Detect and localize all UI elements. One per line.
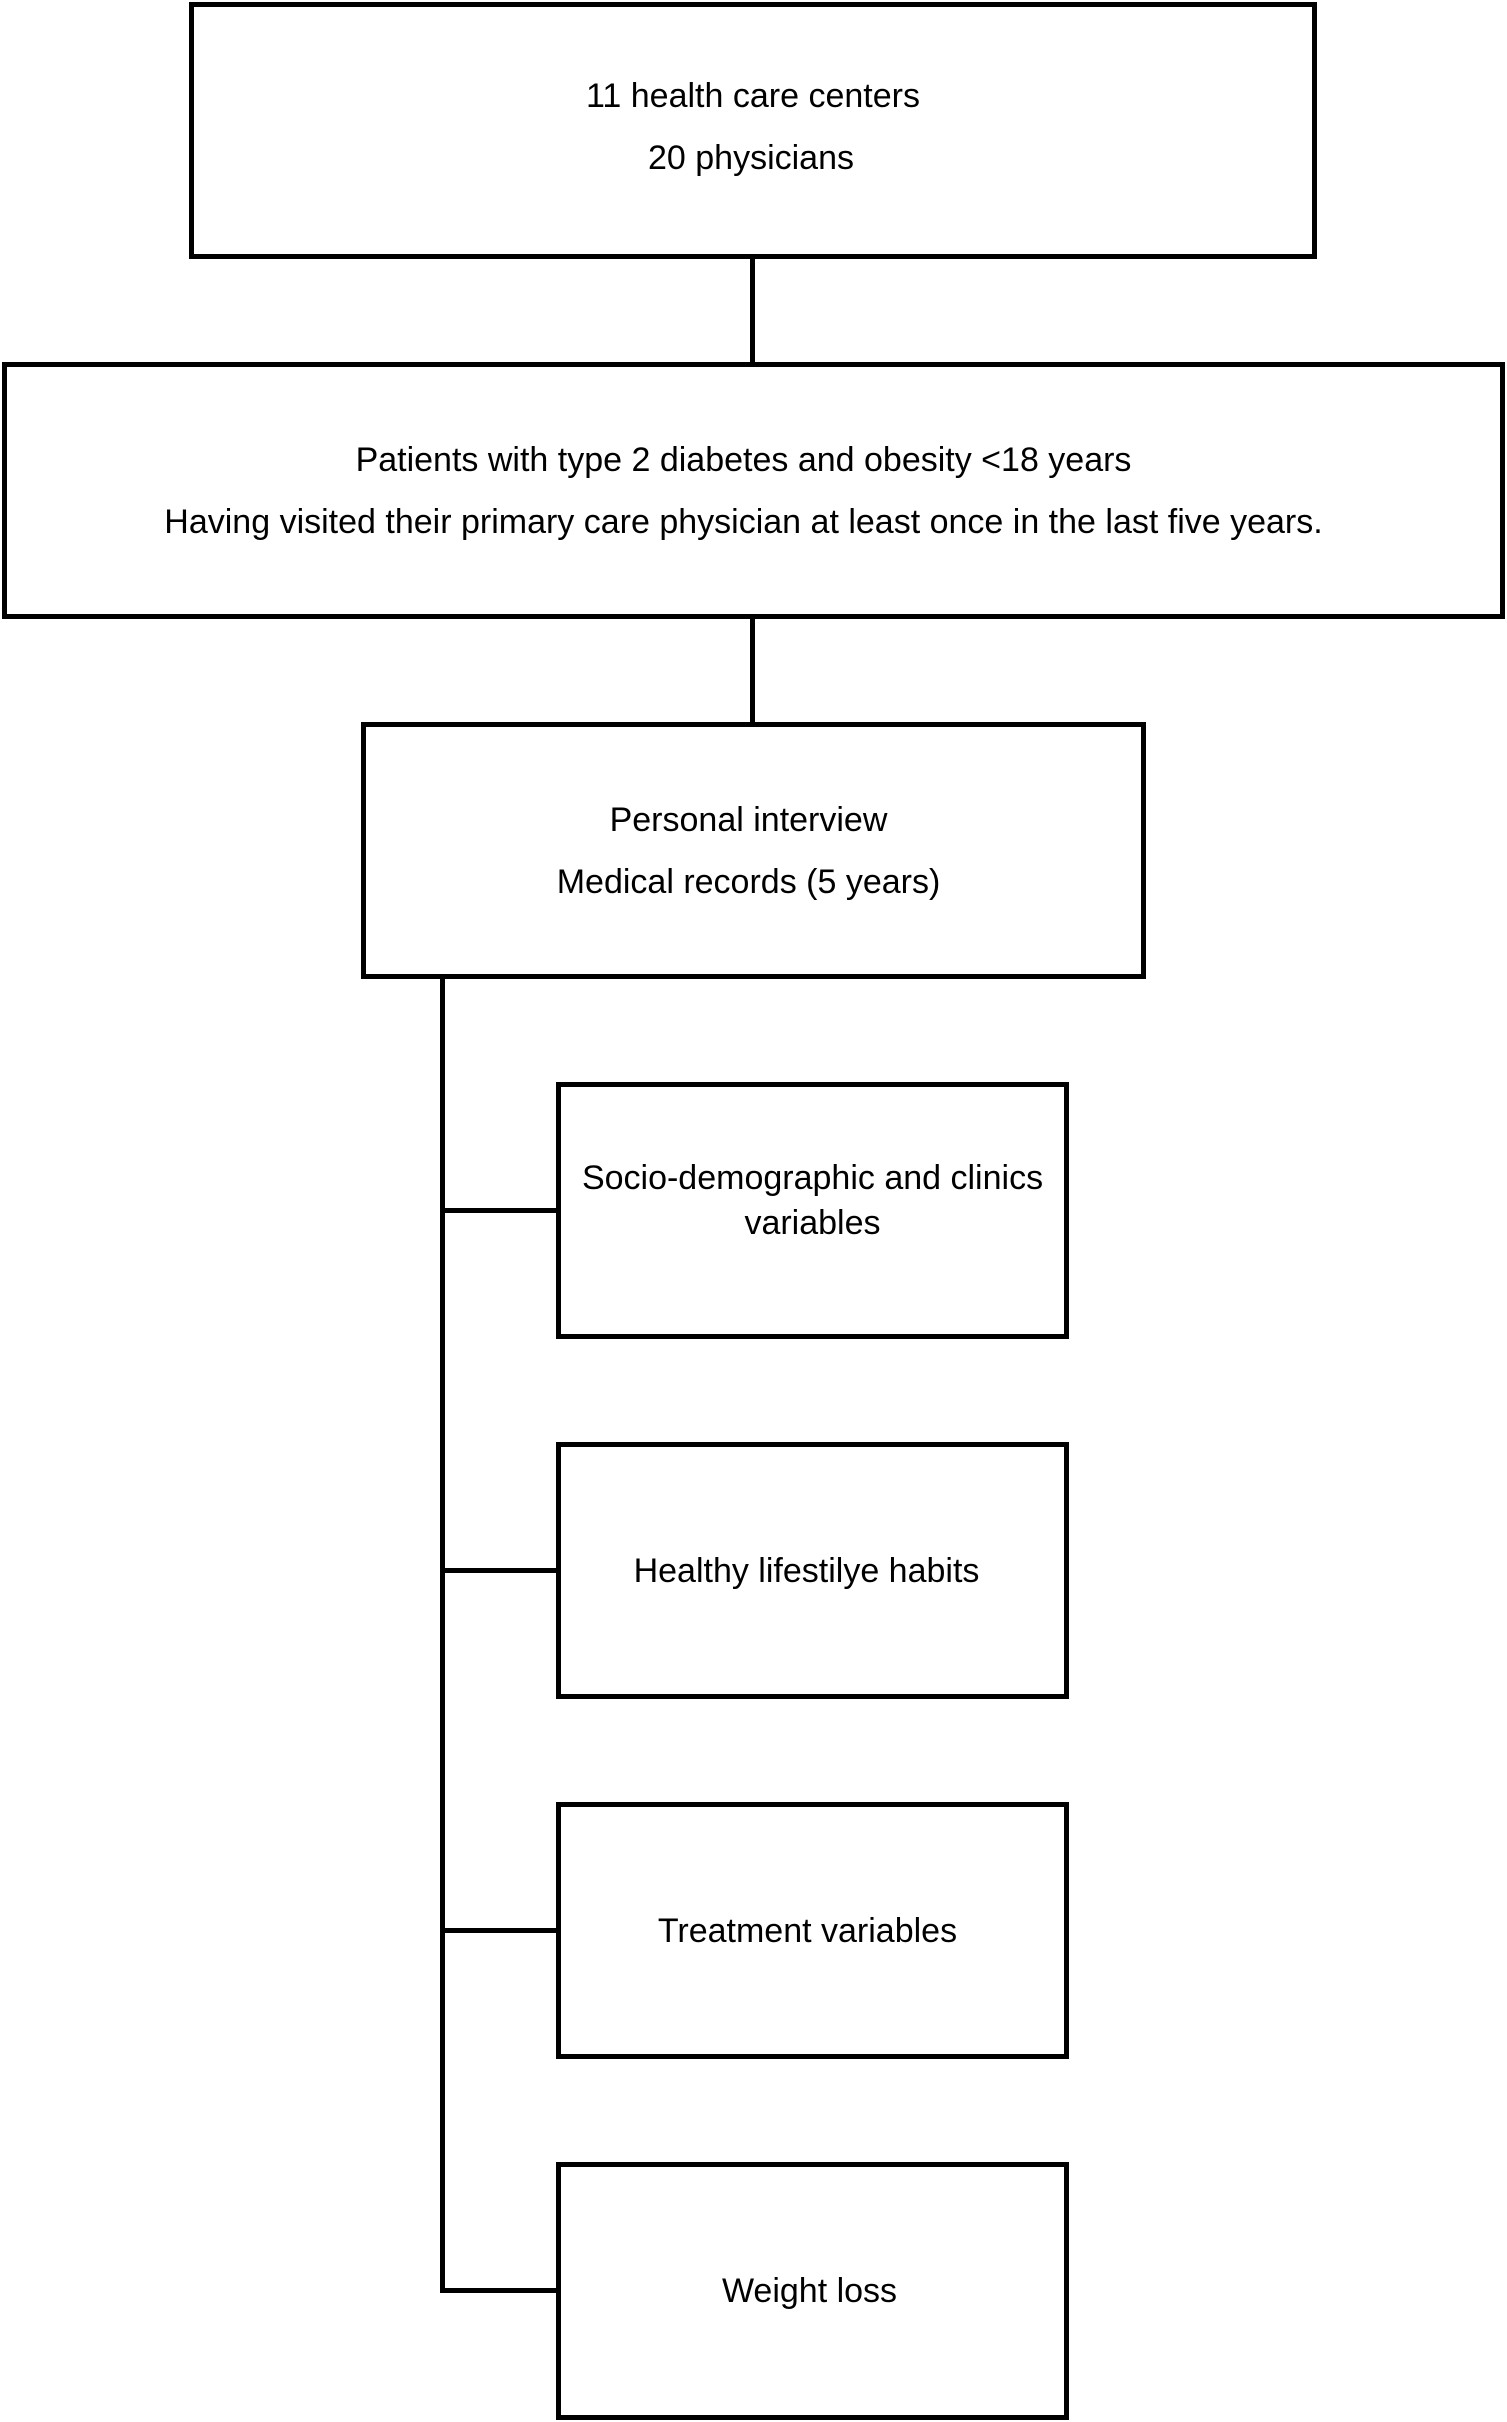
socio-demographic-box: Socio-demographic and clinics variables: [556, 1082, 1069, 1339]
data-sources-box: Personal interview Medical records (5 ye…: [361, 722, 1146, 979]
health-centers-box: 11 health care centers 20 physicians: [189, 2, 1317, 259]
personal-interview-text: Personal interview: [609, 800, 888, 839]
lifestyle-habits-box: Healthy lifestilye habits: [556, 1442, 1069, 1699]
connector-to-habits-box: [440, 1568, 556, 1573]
weight-loss-box: Weight loss: [556, 2162, 1069, 2420]
weight-loss-text: Weight loss: [721, 2272, 898, 2310]
connector-vertical-spine: [440, 979, 445, 2293]
treatment-variables-box: Treatment variables: [556, 1802, 1069, 2059]
visit-criteria-text: Having visited their primary care physic…: [164, 502, 1323, 541]
lifestyle-habits-text: Healthy lifestilye habits: [633, 1551, 980, 1590]
treatment-variables-text: Treatment variables: [657, 1911, 958, 1950]
patients-criteria-box: Patients with type 2 diabetes and obesit…: [2, 362, 1505, 619]
connector-to-socio-box: [440, 1208, 556, 1213]
health-centers-text: 11 health care centers: [586, 76, 920, 115]
connector-patients-to-data-sources: [750, 619, 755, 722]
connector-to-treatment-box: [440, 1928, 556, 1933]
patients-criteria-text: Patients with type 2 diabetes and obesit…: [355, 440, 1132, 479]
physicians-text: 20 physicians: [647, 138, 854, 177]
socio-demographic-text: Socio-demographic and clinics variables: [581, 1158, 1044, 1242]
medical-records-text: Medical records (5 years): [556, 862, 941, 901]
connector-to-weight-box: [440, 2288, 556, 2293]
connector-centers-to-patients: [750, 259, 755, 362]
